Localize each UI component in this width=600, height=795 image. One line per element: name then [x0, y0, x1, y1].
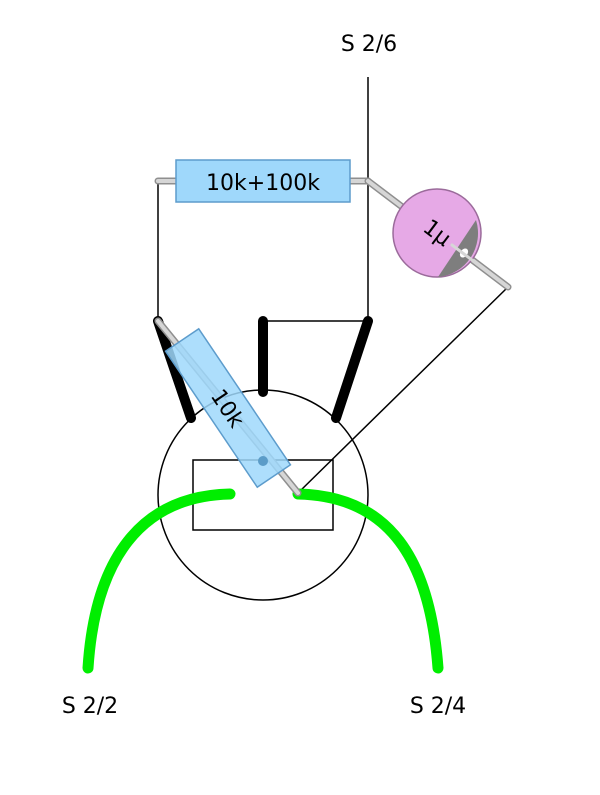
green-wire-left — [82, 488, 236, 674]
label-s24: S 2/4 — [410, 694, 466, 719]
green-wire-right — [292, 488, 444, 674]
label-s22: S 2/2 — [62, 694, 118, 719]
resistor-top-label: 10k+100k — [206, 171, 320, 196]
capacitor-lead-tail — [450, 243, 510, 289]
wiper-dot — [258, 456, 268, 466]
pin-right — [331, 316, 373, 423]
resistor-top — [175, 159, 351, 203]
wire-cap-to-wiper — [297, 286, 509, 494]
label-s26: S 2/6 — [341, 32, 397, 57]
pin-left — [153, 316, 196, 423]
